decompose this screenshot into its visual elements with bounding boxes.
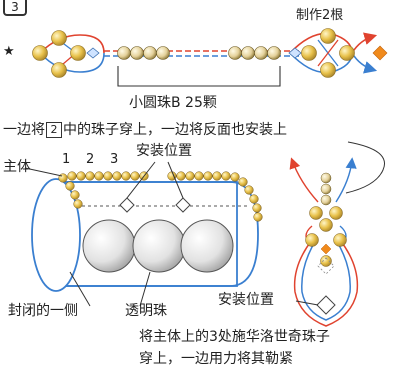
step-number-badge: 3 (3, 0, 27, 16)
step-ref-box: 2 (46, 122, 62, 138)
number-3: 3 (110, 152, 119, 167)
right-diagram (289, 141, 385, 327)
make-count-label: 制作2根 (296, 8, 344, 23)
number-1: 1 (62, 152, 71, 167)
number-2: 2 (86, 152, 95, 167)
star-marker: ★ (3, 44, 15, 59)
instruction-2-line1: 将主体上的3处施华洛世奇珠子 (139, 329, 330, 345)
bead-count-label: 小圆珠B 25颗 (129, 95, 217, 111)
instruction-1-prefix: 一边将 (3, 122, 45, 138)
body-bead-row (58, 171, 263, 222)
closed-side-label: 封闭的一侧 (8, 303, 78, 319)
instruction-2-line2: 穿上，一边用力将其勒紧 (139, 351, 293, 367)
top-strand (32, 28, 388, 87)
clear-bead-label: 透明珠 (125, 303, 167, 319)
instruction-1-suffix: 中的珠子穿上，一边将反面也安装上 (63, 122, 287, 138)
install-position-label-main: 安装位置 (136, 143, 192, 159)
main-diagram (24, 161, 263, 307)
install-position-label-right: 安装位置 (218, 292, 274, 308)
body-label: 主体 (3, 159, 31, 175)
